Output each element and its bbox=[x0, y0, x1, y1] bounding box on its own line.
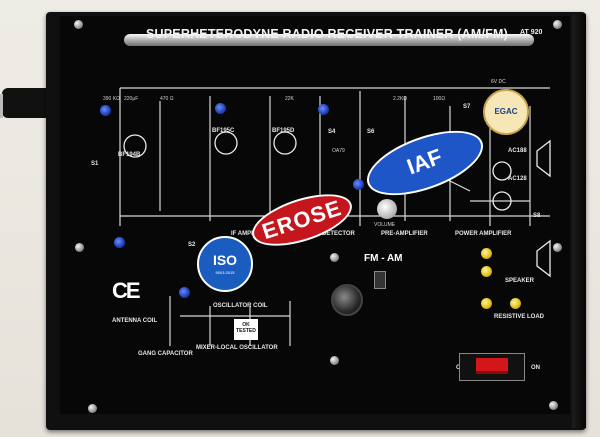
label-bf194b: BF194B bbox=[118, 152, 141, 158]
label-s4: S4 bbox=[328, 129, 336, 135]
speaker-terminal[interactable] bbox=[481, 266, 492, 277]
panel-screw bbox=[330, 356, 339, 365]
panel-screw bbox=[75, 243, 84, 252]
label-volume: VOLUME bbox=[374, 222, 396, 228]
label-antenna-coil: ANTENNA COIL bbox=[112, 318, 158, 324]
fm-am-switch[interactable] bbox=[374, 271, 386, 289]
label-s1: S1 bbox=[91, 161, 99, 167]
label-ac188: AC188 bbox=[508, 148, 527, 154]
label-gang-capacitor: GANG CAPACITOR bbox=[138, 351, 193, 357]
model-number: AT 920 bbox=[520, 29, 543, 36]
label-power-amplifier: POWER AMPLIFIER bbox=[455, 231, 512, 237]
label-s2: S2 bbox=[188, 242, 196, 248]
label-s7: S7 bbox=[463, 104, 471, 110]
panel-screw bbox=[553, 243, 562, 252]
panel-screw bbox=[74, 20, 83, 29]
test-socket[interactable] bbox=[100, 105, 111, 116]
ce-mark: CE bbox=[112, 278, 141, 303]
panel-screw bbox=[330, 253, 339, 262]
label-r390: 390 KΩ bbox=[103, 96, 120, 102]
label-oa79: OA79 bbox=[332, 148, 345, 154]
circuit-lines bbox=[119, 87, 551, 346]
power-rocker-switch[interactable] bbox=[476, 358, 508, 374]
iso-logo: ISO bbox=[197, 236, 253, 292]
label-s6: S6 bbox=[367, 129, 375, 135]
label-if-amp: IF AMPL bbox=[231, 231, 255, 237]
egac-logo: EGAC bbox=[483, 89, 529, 135]
telescopic-antenna bbox=[124, 34, 534, 46]
label-c220: 220μF bbox=[124, 96, 139, 102]
label-resistive-load: RESISTIVE LOAD bbox=[494, 314, 545, 320]
label-r2k2: 2.2KΩ bbox=[393, 96, 408, 102]
label-mixer: MIXER-LOCAL OSCILLATOR bbox=[196, 345, 278, 351]
label-bf195d: BF195D bbox=[272, 128, 295, 134]
iso-standard: 9001:2015 bbox=[215, 270, 235, 275]
label-c470: 470 Ω bbox=[160, 96, 174, 102]
test-socket[interactable] bbox=[353, 179, 364, 190]
label-pre-amplifier: PRE-AMPLIFIER bbox=[381, 231, 428, 237]
label-oscillator-coil: OSCILLATOR COIL bbox=[213, 303, 268, 309]
label-r100: 100Ω bbox=[433, 96, 446, 102]
power-switch-bezel bbox=[459, 353, 525, 381]
speaker-terminal[interactable] bbox=[481, 248, 492, 259]
label-on: ON bbox=[531, 365, 540, 371]
label-bf195c: BF195C bbox=[212, 128, 235, 134]
tuning-knob[interactable] bbox=[331, 284, 363, 316]
test-socket[interactable] bbox=[318, 104, 329, 115]
panel-screw bbox=[553, 20, 562, 29]
label-speaker: SPEAKER bbox=[505, 278, 535, 284]
load-terminal[interactable] bbox=[481, 298, 492, 309]
test-socket[interactable] bbox=[215, 103, 226, 114]
label-r22k: 22K bbox=[285, 96, 294, 102]
test-socket[interactable] bbox=[114, 237, 125, 248]
test-socket[interactable] bbox=[179, 287, 190, 298]
panel-screw bbox=[549, 401, 558, 410]
label-s8: S8 bbox=[533, 213, 541, 219]
panel-title: SUPERHETERODYNE RADIO RECEIVER TRAINER (… bbox=[146, 27, 508, 41]
plug-pin bbox=[0, 102, 3, 118]
volume-knob[interactable] bbox=[377, 199, 397, 219]
label-ac128: AC128 bbox=[508, 176, 527, 182]
supply-voltage: 6V DC bbox=[491, 79, 506, 85]
label-detector: DETECTOR bbox=[322, 231, 355, 237]
load-terminal[interactable] bbox=[510, 298, 521, 309]
panel-screw bbox=[88, 404, 97, 413]
cabinet-edge bbox=[572, 14, 586, 428]
fm-am-label: FM - AM bbox=[364, 253, 403, 264]
ok-tested-sticker: OK TESTED bbox=[234, 319, 258, 340]
